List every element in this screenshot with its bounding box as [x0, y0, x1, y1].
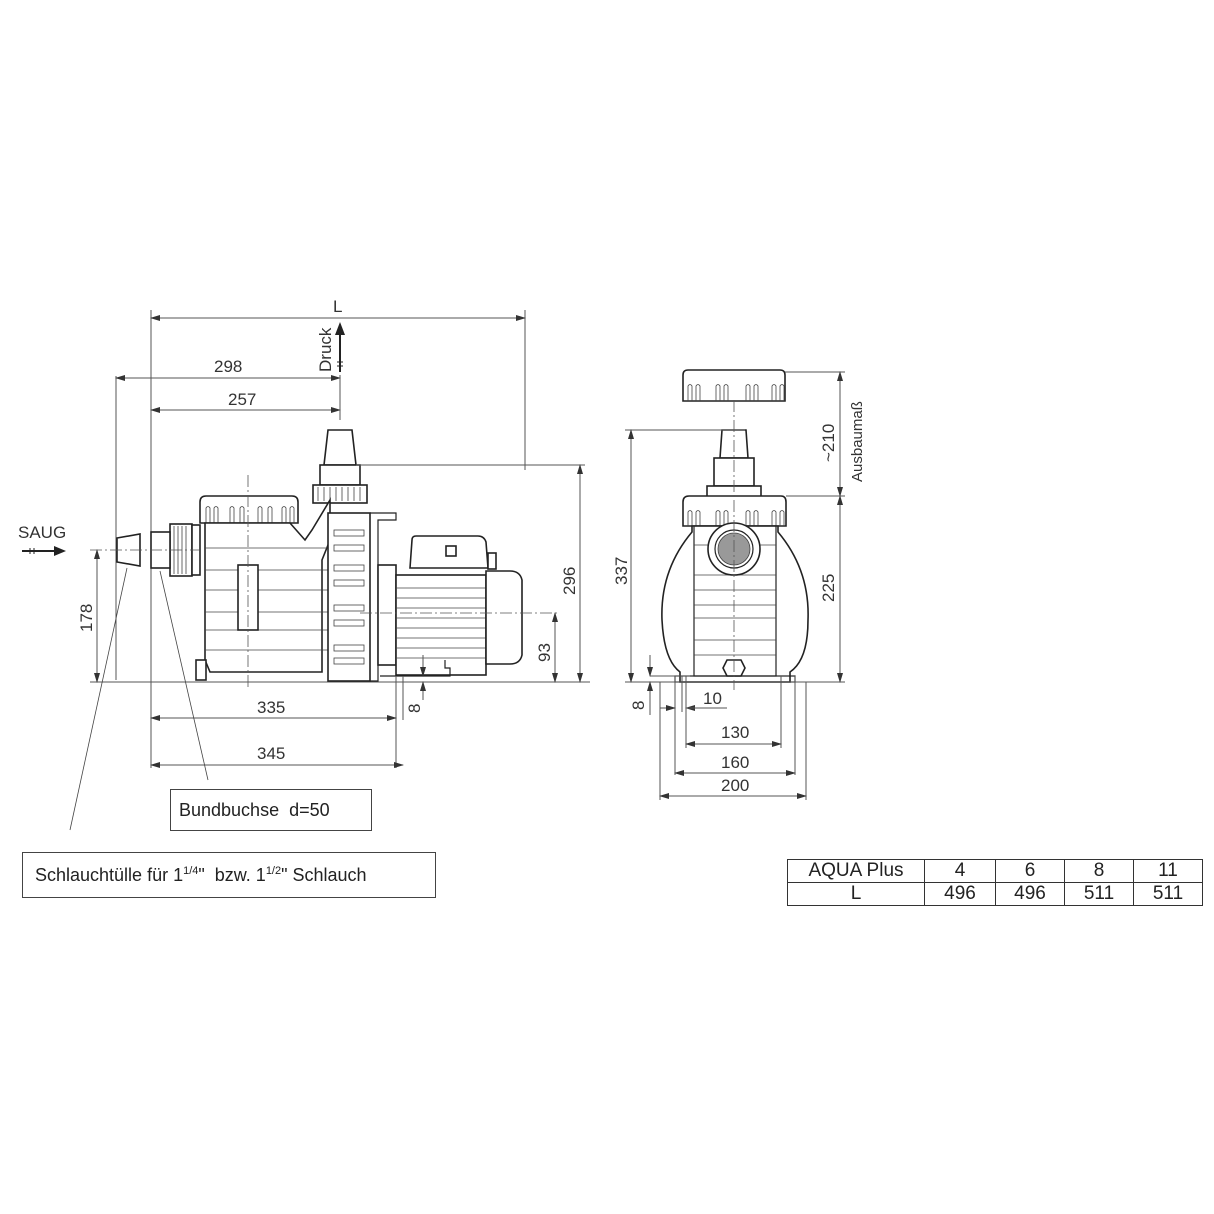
suction-arrow-icon: [22, 546, 66, 556]
front-view: 337 ~210 Ausbaumaß 225 8 10 130 160 200: [612, 369, 866, 800]
table-cell: L: [787, 882, 925, 906]
dim-296: 296: [560, 567, 579, 595]
model-length-table: AQUA Plus 4 6 8 11 L 496 496 511 511: [787, 859, 1203, 906]
suction-label: SAUG: [18, 523, 66, 542]
dim-335: 335: [257, 698, 285, 717]
table-cell: 8: [1064, 859, 1134, 883]
dim-93: 93: [535, 643, 554, 662]
dim-298: 298: [214, 357, 242, 376]
dim-L-label: L: [333, 297, 342, 316]
table-header-row: AQUA Plus 4 6 8 11: [787, 859, 1203, 883]
table-row: L 496 496 511 511: [787, 882, 1203, 906]
dim-210: ~210: [819, 424, 838, 462]
table-cell: 511: [1064, 882, 1134, 906]
dim-200: 200: [721, 776, 749, 795]
table-cell: 511: [1133, 882, 1203, 906]
pressure-arrow-icon: [335, 322, 345, 372]
pressure-label: Druck: [316, 327, 335, 372]
flange-bushing-text: Bundbuchse d=50: [179, 799, 330, 820]
flange-bushing-callout: Bundbuchse d=50: [170, 789, 372, 831]
table-cell: 4: [924, 859, 996, 883]
table-cell: 11: [1133, 859, 1203, 883]
dim-225: 225: [819, 574, 838, 602]
dim-345: 345: [257, 744, 285, 763]
removal-label: Ausbaumaß: [849, 401, 866, 482]
dim-160: 160: [721, 753, 749, 772]
dim-8-side: 8: [405, 704, 424, 713]
table-cell: 496: [995, 882, 1065, 906]
hose-tail-text: Schlauchtülle für 11/4" bzw. 11/2" Schla…: [35, 864, 367, 885]
dim-10: 10: [703, 689, 722, 708]
table-cell: 496: [924, 882, 996, 906]
table-cell: AQUA Plus: [787, 859, 925, 883]
dim-8-front: 8: [629, 701, 648, 710]
dim-337: 337: [612, 557, 631, 585]
side-view: L Druck 298 257: [18, 297, 590, 831]
dim-130: 130: [721, 723, 749, 742]
hose-tail-callout: Schlauchtülle für 11/4" bzw. 11/2" Schla…: [22, 852, 436, 898]
table-cell: 6: [995, 859, 1065, 883]
dim-178: 178: [77, 604, 96, 632]
dim-257: 257: [228, 390, 256, 409]
